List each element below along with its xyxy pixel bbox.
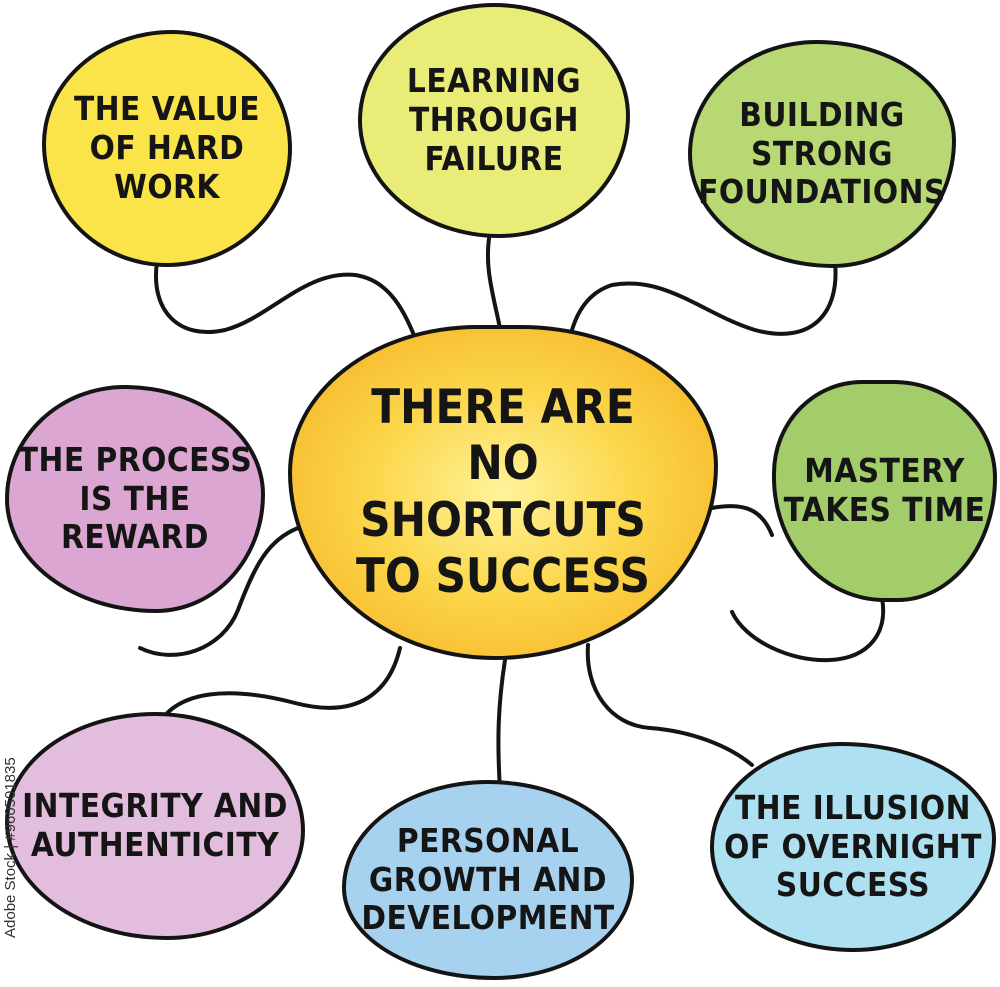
central-topic-label: THERE ARE NO SHORTCUTS TO SUCCESS: [355, 379, 651, 604]
node-learning-through-failure: LEARNING THROUGH FAILURE: [358, 3, 630, 238]
node-process-is-the-reward: THE PROCESS IS THE REWARD: [5, 385, 265, 613]
node-personal-growth-and-development: PERSONAL GROWTH AND DEVELOPMENT: [342, 780, 634, 980]
connector-value-of-hard-work: [154, 260, 420, 347]
node-label: BUILDING STRONG FOUNDATIONS: [698, 94, 946, 212]
node-label: INTEGRITY AND AUTHENTICITY: [22, 786, 288, 864]
node-label: MASTERY TAKES TIME: [783, 451, 986, 529]
node-label: THE ILLUSION OF OVERNIGHT SUCCESS: [724, 787, 982, 905]
node-building-strong-foundations: BUILDING STRONG FOUNDATIONS: [688, 40, 956, 268]
node-illusion-of-overnight-success: THE ILLUSION OF OVERNIGHT SUCCESS: [710, 742, 996, 952]
connector-learning-through-failure: [485, 230, 502, 330]
connector-illusion-of-overnight-success: [585, 643, 754, 767]
connector-personal-growth-and-development: [496, 658, 507, 792]
connector-building-strong-foundations: [570, 260, 838, 336]
node-integrity-and-authenticity: INTEGRITY AND AUTHENTICITY: [5, 712, 305, 940]
node-value-of-hard-work: THE VALUE OF HARD WORK: [42, 30, 292, 267]
node-mastery-takes-time: MASTERY TAKES TIME: [772, 380, 997, 602]
node-label: PERSONAL GROWTH AND DEVELOPMENT: [361, 820, 615, 938]
node-label: THE PROCESS IS THE REWARD: [17, 439, 253, 557]
connector-mastery-takes-time: [710, 504, 774, 537]
node-label: LEARNING THROUGH FAILURE: [406, 61, 582, 178]
connector-integrity-and-authenticity: [156, 646, 402, 727]
connector-mastery-takes-time-lower: [730, 596, 886, 663]
central-topic: THERE ARE NO SHORTCUTS TO SUCCESS: [288, 325, 718, 660]
stock-id-watermark: Adobe Stock | #960501835: [2, 757, 19, 938]
connector-process-is-the-reward: [138, 526, 300, 657]
node-label: THE VALUE OF HARD WORK: [73, 89, 261, 206]
